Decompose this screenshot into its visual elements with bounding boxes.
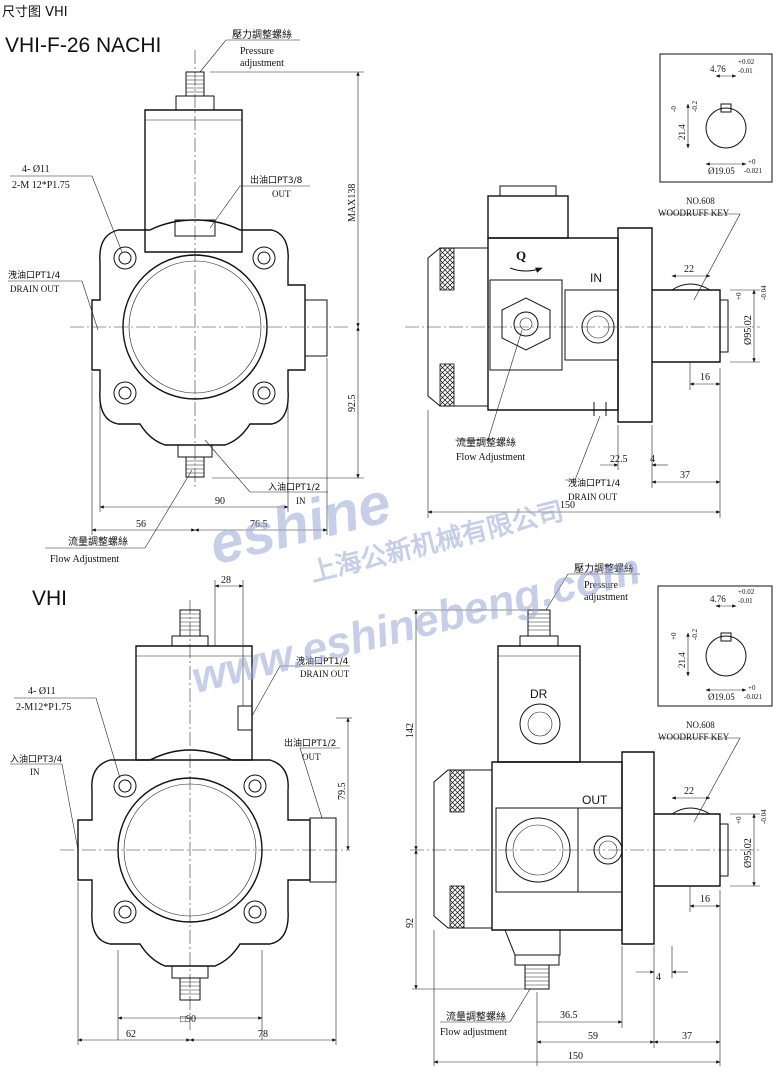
- bottom-key-no: NO.608: [686, 720, 715, 730]
- bottom-dim-16: 16: [700, 894, 710, 905]
- top-key-w-dn: -0.01: [738, 67, 753, 75]
- top-key-w: 4.76: [710, 64, 726, 74]
- top-dim-925: 92.5: [347, 395, 358, 413]
- top-in-label: IN: [296, 496, 306, 506]
- bottom-dim-22: 22: [684, 786, 694, 797]
- top-dim-56: 56: [136, 519, 146, 530]
- bottom-drain-port: 洩油口PT1/4: [296, 655, 349, 667]
- top-out-port: 出油口PT3/8: [250, 174, 303, 186]
- bottom-shaft-tol-up: +0: [735, 816, 743, 824]
- top-key-h-dn: -0.2: [691, 100, 699, 112]
- top-side-dim-37: 37: [680, 470, 690, 481]
- top-shaft-tol-up: +0: [735, 292, 743, 300]
- top-shaft-dia: Ø95.02: [743, 315, 754, 345]
- bottom-shaft-dia: Ø95.02: [743, 838, 754, 868]
- top-side-view: Q IN 流量調整螺絲 Flow Adjustment 洩油口PT1/4 DRA…: [405, 53, 773, 518]
- top-side-dim-225: 22.5: [610, 454, 628, 465]
- bottom-dim-142: 142: [405, 723, 416, 738]
- bottom-dim-92: 92: [405, 918, 416, 928]
- bottom-in-port: 入油口PT3/4: [10, 753, 63, 765]
- top-dim-90: 90: [215, 496, 225, 507]
- bottom-pressure-en2: adjustment: [584, 592, 628, 603]
- bottom-front-view: VHI 28 洩油口PT1/4: [10, 575, 352, 1045]
- top-pressure-en1: Pressure: [240, 46, 274, 57]
- bottom-key-d-dn: -0.021: [744, 693, 763, 701]
- top-pressure-en2: adjustment: [240, 58, 284, 69]
- top-front-view: VHI-F-26 NACHI 壓力調整螺絲: [5, 28, 364, 565]
- top-drain-label: DRAIN OUT: [10, 284, 60, 294]
- top-side-dim-150: 150: [560, 500, 575, 511]
- bottom-dim-62: 62: [126, 1029, 136, 1040]
- top-model-title: VHI-F-26 NACHI: [5, 34, 161, 57]
- watermark: eshine 上海公新机械有限公司 www.eshinebeng.com: [187, 470, 646, 703]
- page-caption: 尺寸图 VHI: [2, 5, 68, 20]
- top-side-dim-22: 22: [684, 264, 694, 275]
- bottom-out-port: 出油口PT1/2: [284, 737, 336, 749]
- bottom-model-title: VHI: [32, 587, 67, 610]
- bottom-in-label: IN: [30, 767, 40, 777]
- top-side-dim-4: 4: [650, 454, 655, 465]
- top-key-d: Ø19.05: [708, 166, 735, 176]
- bottom-key-d-up: +0: [748, 684, 756, 692]
- bottom-key-h-dn: -0.2: [691, 628, 699, 640]
- top-key-h-up: -0: [670, 106, 678, 112]
- top-dim-765: 76.5: [250, 519, 268, 530]
- top-key-d-up: +0: [748, 158, 756, 166]
- bottom-drain-label: DRAIN OUT: [300, 669, 350, 679]
- top-flow-cn: 流量調整螺絲: [68, 535, 128, 548]
- top-flow-en: Flow Adjustment: [50, 554, 119, 565]
- top-side-dim-16: 16: [700, 372, 710, 383]
- bottom-key-w-dn: -0.01: [738, 597, 753, 605]
- bottom-key-h: 21.4: [677, 652, 687, 668]
- bottom-key-d: Ø19.05: [708, 692, 735, 702]
- bottom-dim-4: 4: [656, 972, 661, 983]
- top-hole-spec-2: 2-M 12*P1.75: [12, 180, 70, 191]
- bottom-flow-cn: 流量調整螺絲: [446, 1010, 506, 1023]
- bottom-dim-90: □90: [180, 1014, 196, 1025]
- bottom-dim-59: 59: [588, 1031, 598, 1042]
- top-side-flow-en: Flow Adjustment: [456, 452, 525, 463]
- bottom-dim-795: 79.5: [337, 783, 348, 801]
- bottom-pressure-cn: 壓力調整螺絲: [574, 562, 634, 575]
- bottom-side-dr: DR: [530, 687, 548, 701]
- bottom-dim-150: 150: [568, 1051, 583, 1062]
- bottom-key-h-up: +0: [670, 632, 678, 640]
- top-dim-max138: MAX138: [347, 184, 358, 222]
- top-side-flow-cn: 流量調整螺絲: [456, 436, 516, 449]
- bottom-flow-en: Flow adjustment: [440, 1027, 507, 1038]
- top-shaft-tol-dn: -0.04: [760, 285, 768, 300]
- bottom-hole-spec-1: 4- Ø11: [28, 686, 56, 697]
- bottom-dim-365: 36.5: [560, 1010, 578, 1021]
- top-key-d-dn: -0.021: [744, 167, 763, 175]
- top-pressure-cn: 壓力調整螺絲: [232, 28, 292, 41]
- bottom-shaft-tol-dn: -0.04: [760, 809, 768, 824]
- top-key-w-up: +0.02: [738, 58, 755, 66]
- bottom-dim-78: 78: [258, 1029, 268, 1040]
- top-side-drain-port: 洩油口PT1/4: [568, 477, 621, 489]
- bottom-key-w: 4.76: [710, 594, 726, 604]
- top-drain-port: 洩油口PT1/4: [8, 269, 61, 281]
- bottom-out-label: OUT: [302, 752, 321, 762]
- bottom-side-out: OUT: [582, 793, 608, 807]
- top-hole-spec-1: 4- Ø11: [22, 164, 50, 175]
- bottom-dim-28: 28: [221, 575, 231, 586]
- top-key-no: NO.608: [686, 196, 715, 206]
- top-side-in: IN: [590, 271, 602, 285]
- top-out-label: OUT: [272, 189, 291, 199]
- top-side-q: Q: [516, 248, 526, 263]
- top-key-h: 21.4: [677, 124, 687, 140]
- bottom-side-view: DR OUT 壓力調整螺絲 Pressure adjustment 142 92…: [405, 562, 773, 1066]
- top-in-port: 入油口PT1/2: [268, 481, 320, 493]
- bottom-dim-37: 37: [682, 1031, 692, 1042]
- bottom-key-w-up: +0.02: [738, 588, 755, 596]
- top-side-drain-label: DRAIN OUT: [568, 492, 618, 502]
- bottom-key-label: WOODRUFF KEY: [658, 732, 730, 742]
- bottom-pressure-en1: Pressure: [584, 580, 618, 591]
- top-key-label: WOODRUFF KEY: [658, 208, 730, 218]
- bottom-hole-spec-2: 2-M12*P1.75: [16, 702, 71, 713]
